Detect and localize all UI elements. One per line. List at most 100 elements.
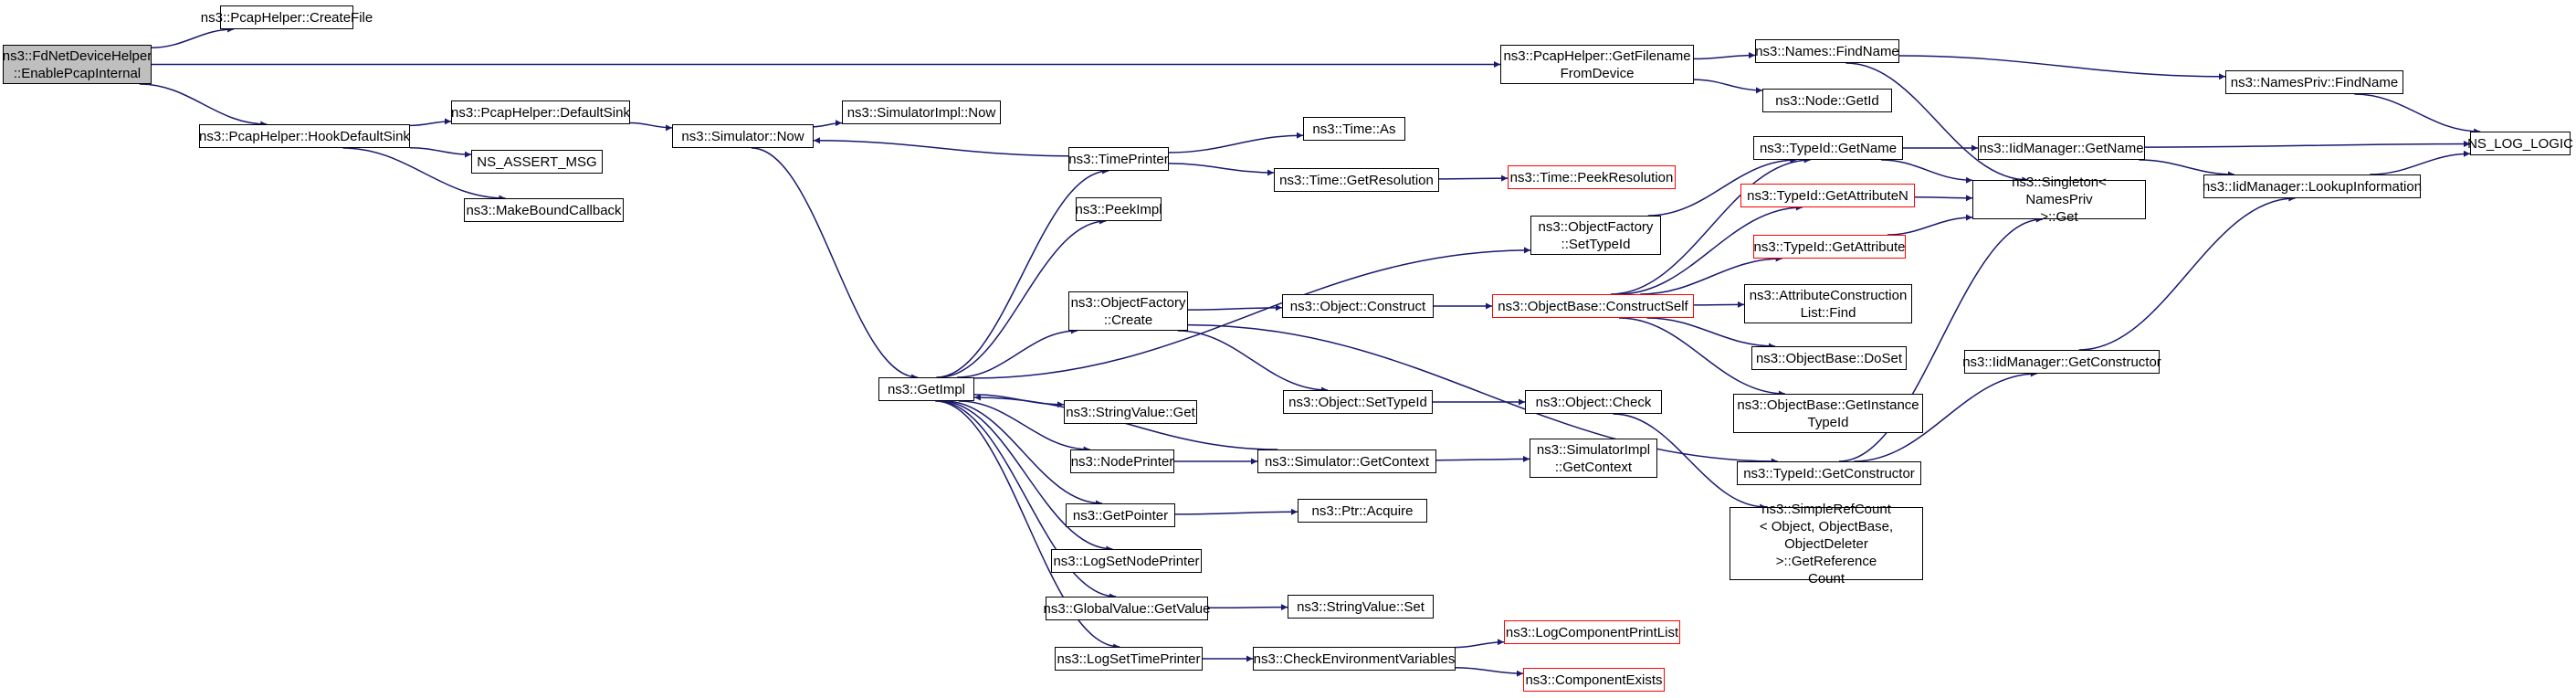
node-logsettimeprinter[interactable]: ns3::LogSetTimePrinter	[1055, 647, 1203, 671]
edge-namesfindname-to-singletonget	[1845, 62, 2029, 184]
node-simimplgetcontext[interactable]: ns3::SimulatorImpl ::GetContext	[1530, 439, 1657, 478]
node-simimplnow[interactable]: ns3::SimulatorImpl::Now	[842, 100, 1001, 124]
node-objconstruct[interactable]: ns3::Object::Construct	[1282, 294, 1434, 318]
node-checkenvvars[interactable]: ns3::CheckEnvironmentVariables	[1253, 647, 1456, 671]
node-singletonget[interactable]: ns3::Singleton< NamesPriv >::Get	[1972, 174, 2146, 225]
node-objectcheck[interactable]: ns3::Object::Check	[1525, 390, 1662, 414]
node-typeidgetattributen[interactable]: ns3::TypeId::GetAttributeN	[1740, 184, 1915, 207]
edge-simnow-to-getimpl	[751, 147, 919, 381]
node-namesfindname[interactable]: ns3::Names::FindName	[1755, 39, 1899, 63]
node-logsetnodeprinter[interactable]: ns3::LogSetNodePrinter	[1051, 549, 1202, 573]
node-stringvalueget[interactable]: ns3::StringValue::Get	[1064, 400, 1197, 424]
node-typeidgetconstructor[interactable]: ns3::TypeId::GetConstructor	[1737, 461, 1921, 485]
edge-getimpl-to-getpointer	[944, 400, 1103, 507]
node-timeas[interactable]: ns3::Time::As	[1303, 117, 1405, 141]
node-globalvaluegetvalue[interactable]: ns3::GlobalValue::GetValue	[1044, 597, 1210, 620]
node-iidlookupinfo[interactable]: ns3::IidManager::LookupInformation	[2203, 174, 2422, 198]
node-timepeekresolution[interactable]: ns3::Time::PeekResolution	[1508, 165, 1676, 189]
edge-typeidgetconstructor-to-singletonget	[1838, 216, 2043, 462]
node-hookdefaultsink[interactable]: ns3::PcapHelper::HookDefaultSink	[199, 124, 410, 148]
node-iidgetname[interactable]: ns3::IidManager::GetName	[1978, 136, 2145, 160]
node-objsettypeid[interactable]: ns3::Object::SetTypeId	[1283, 390, 1433, 414]
edge-typeidgetconstructor-to-iidgetconstructor	[1854, 370, 2037, 462]
edge-timeprinter-to-timegetresolution	[1168, 163, 1275, 176]
edge-getimpl-to-nodeprinter	[958, 400, 1090, 453]
node-defaultsink[interactable]: ns3::PcapHelper::DefaultSink	[451, 100, 630, 124]
node-makeboundcallback[interactable]: ns3::MakeBoundCallback	[464, 198, 624, 222]
edge-checkenvvars-to-logcompprintlist	[1455, 639, 1505, 649]
edge-objfactorycreate-to-objsettypeid	[1177, 330, 1329, 394]
edge-getfilename-to-namesfindname	[1693, 52, 1756, 60]
edge-timegetresolution-to-timepeekresolution	[1438, 174, 1509, 182]
edge-typeidgetattributen-to-singletonget	[1914, 195, 1973, 202]
node-nodeprinter[interactable]: ns3::NodePrinter	[1070, 449, 1174, 473]
edge-objbaseconstructself-to-typeidgetattribute	[1640, 255, 1782, 295]
node-attrconstructionlistfind[interactable]: ns3::AttributeConstruction List::Find	[1744, 284, 1912, 323]
edge-namesprivfindname-to-nsloglogic	[2354, 93, 2481, 135]
node-objbasegetinstancetypeid[interactable]: ns3::ObjectBase::GetInstance TypeId	[1733, 394, 1923, 433]
node-typeidgetattribute[interactable]: ns3::TypeId::GetAttribute	[1753, 235, 1906, 259]
edge-hookdefaultsink-to-makeboundcallback	[342, 147, 506, 202]
edge-hookdefaultsink-to-defaultsink	[409, 118, 452, 127]
edge-getimpl-to-objfactorysettypeid	[973, 247, 1531, 379]
node-nsloglogic[interactable]: NS_LOG_LOGIC	[2467, 132, 2573, 155]
node-componentexists[interactable]: ns3::ComponentExists	[1523, 668, 1665, 692]
edge-root-to-hookdefaultsink	[139, 83, 268, 128]
node-nsassert[interactable]: NS_ASSERT_MSG	[471, 150, 603, 174]
edge-checkenvvars-to-componentexists	[1455, 666, 1524, 677]
edge-getimpl-to-peekimpl	[939, 217, 1107, 378]
node-objbaseconstructself[interactable]: ns3::ObjectBase::ConstructSelf	[1492, 294, 1694, 318]
node-simnow[interactable]: ns3::Simulator::Now	[672, 124, 814, 148]
edge-getimpl-to-timeprinter	[936, 167, 1109, 378]
node-timegetresolution[interactable]: ns3::Time::GetResolution	[1274, 168, 1439, 192]
edge-typeidgetname-to-singletonget	[1881, 159, 1973, 184]
node-timeprinter[interactable]: ns3::TimePrinter	[1068, 147, 1169, 171]
node-simplerefcount[interactable]: ns3::SimpleRefCount < Object, ObjectBase…	[1730, 502, 1923, 587]
edge-getimpl-to-objfactorycreate	[957, 327, 1078, 378]
node-simgetcontext[interactable]: ns3::Simulator::GetContext	[1257, 449, 1436, 473]
edge-objfactorycreate-to-typeidgetconstructor	[1187, 323, 1778, 465]
node-peekimpl[interactable]: ns3::PeekImpl	[1075, 197, 1162, 221]
node-objfactorycreate[interactable]: ns3::ObjectFactory ::Create	[1068, 291, 1188, 331]
edge-getimpl-to-globalvaluegetvalue	[937, 400, 1117, 600]
node-root[interactable]: ns3::FdNetDeviceHelper ::EnablePcapInter…	[3, 45, 152, 84]
edge-objbaseconstructself-to-attrconstructionlistfind	[1693, 301, 1745, 308]
node-getpointer[interactable]: ns3::GetPointer	[1066, 503, 1175, 527]
edge-hookdefaultsink-to-nsassert	[409, 146, 472, 158]
edge-getfilename-to-nodegetid	[1693, 79, 1763, 94]
node-getfilename[interactable]: ns3::PcapHelper::GetFilename FromDevice	[1500, 45, 1694, 84]
edge-objbaseconstructself-to-objbasedoset	[1646, 317, 1776, 350]
edge-objbaseconstructself-to-typeidgetname	[1610, 156, 1811, 295]
edge-timeprinter-to-timeas	[1168, 132, 1304, 153]
edge-objfactorycreate-to-objconstruct	[1187, 304, 1283, 312]
edge-objectcheck-to-simplerefcount	[1613, 413, 1767, 511]
edge-getimpl-to-logsettimeprinter	[935, 400, 1120, 650]
edge-typeidgetattribute-to-singletonget	[1887, 214, 1973, 236]
edge-defaultsink-to-simnow	[629, 122, 673, 132]
edge-iidgetname-to-iidlookupinfo	[2139, 159, 2235, 178]
edge-objfactorysettypeid-to-typeidgetname	[1647, 156, 1797, 217]
edge-timeprinter-to-simnow	[813, 137, 1069, 157]
node-objfactorysettypeid[interactable]: ns3::ObjectFactory ::SetTypeId	[1530, 216, 1661, 255]
node-logcompprintlist[interactable]: ns3::LogComponentPrintList	[1504, 620, 1680, 644]
edge-iidlookupinfo-to-nsloglogic	[2370, 150, 2471, 175]
edge-getpointer-to-ptracquire	[1174, 508, 1299, 515]
edge-simgetcontext-to-simimplgetcontext	[1435, 455, 1530, 462]
node-namesprivfindname[interactable]: ns3::NamesPriv::FindName	[2225, 70, 2403, 94]
node-getimpl[interactable]: ns3::GetImpl	[878, 377, 974, 401]
edge-iidgetname-to-nsloglogic	[2144, 141, 2471, 148]
node-typeidgetname[interactable]: ns3::TypeId::GetName	[1753, 136, 1903, 160]
edge-objbaseconstructself-to-objbasegetinstancetypeid	[1618, 317, 1785, 397]
node-iidgetconstructor[interactable]: ns3::IidManager::GetConstructor	[1962, 350, 2161, 374]
node-objbasedoset[interactable]: ns3::ObjectBase::DoSet	[1751, 346, 1907, 370]
edge-objbaseconstructself-to-typeidgetattributen	[1618, 204, 1803, 295]
node-nodegetid[interactable]: ns3::Node::GetId	[1762, 89, 1892, 112]
node-stringvalueset[interactable]: ns3::StringValue::Set	[1288, 595, 1434, 619]
edge-namesfindname-to-namesprivfindname	[1898, 55, 2226, 80]
edge-root-to-createfile	[151, 26, 235, 48]
edge-getimpl-to-logsetnodeprinter	[940, 400, 1113, 553]
node-ptracquire[interactable]: ns3::Ptr::Acquire	[1298, 499, 1427, 523]
node-createfile[interactable]: ns3::PcapHelper::CreateFile	[201, 5, 373, 29]
